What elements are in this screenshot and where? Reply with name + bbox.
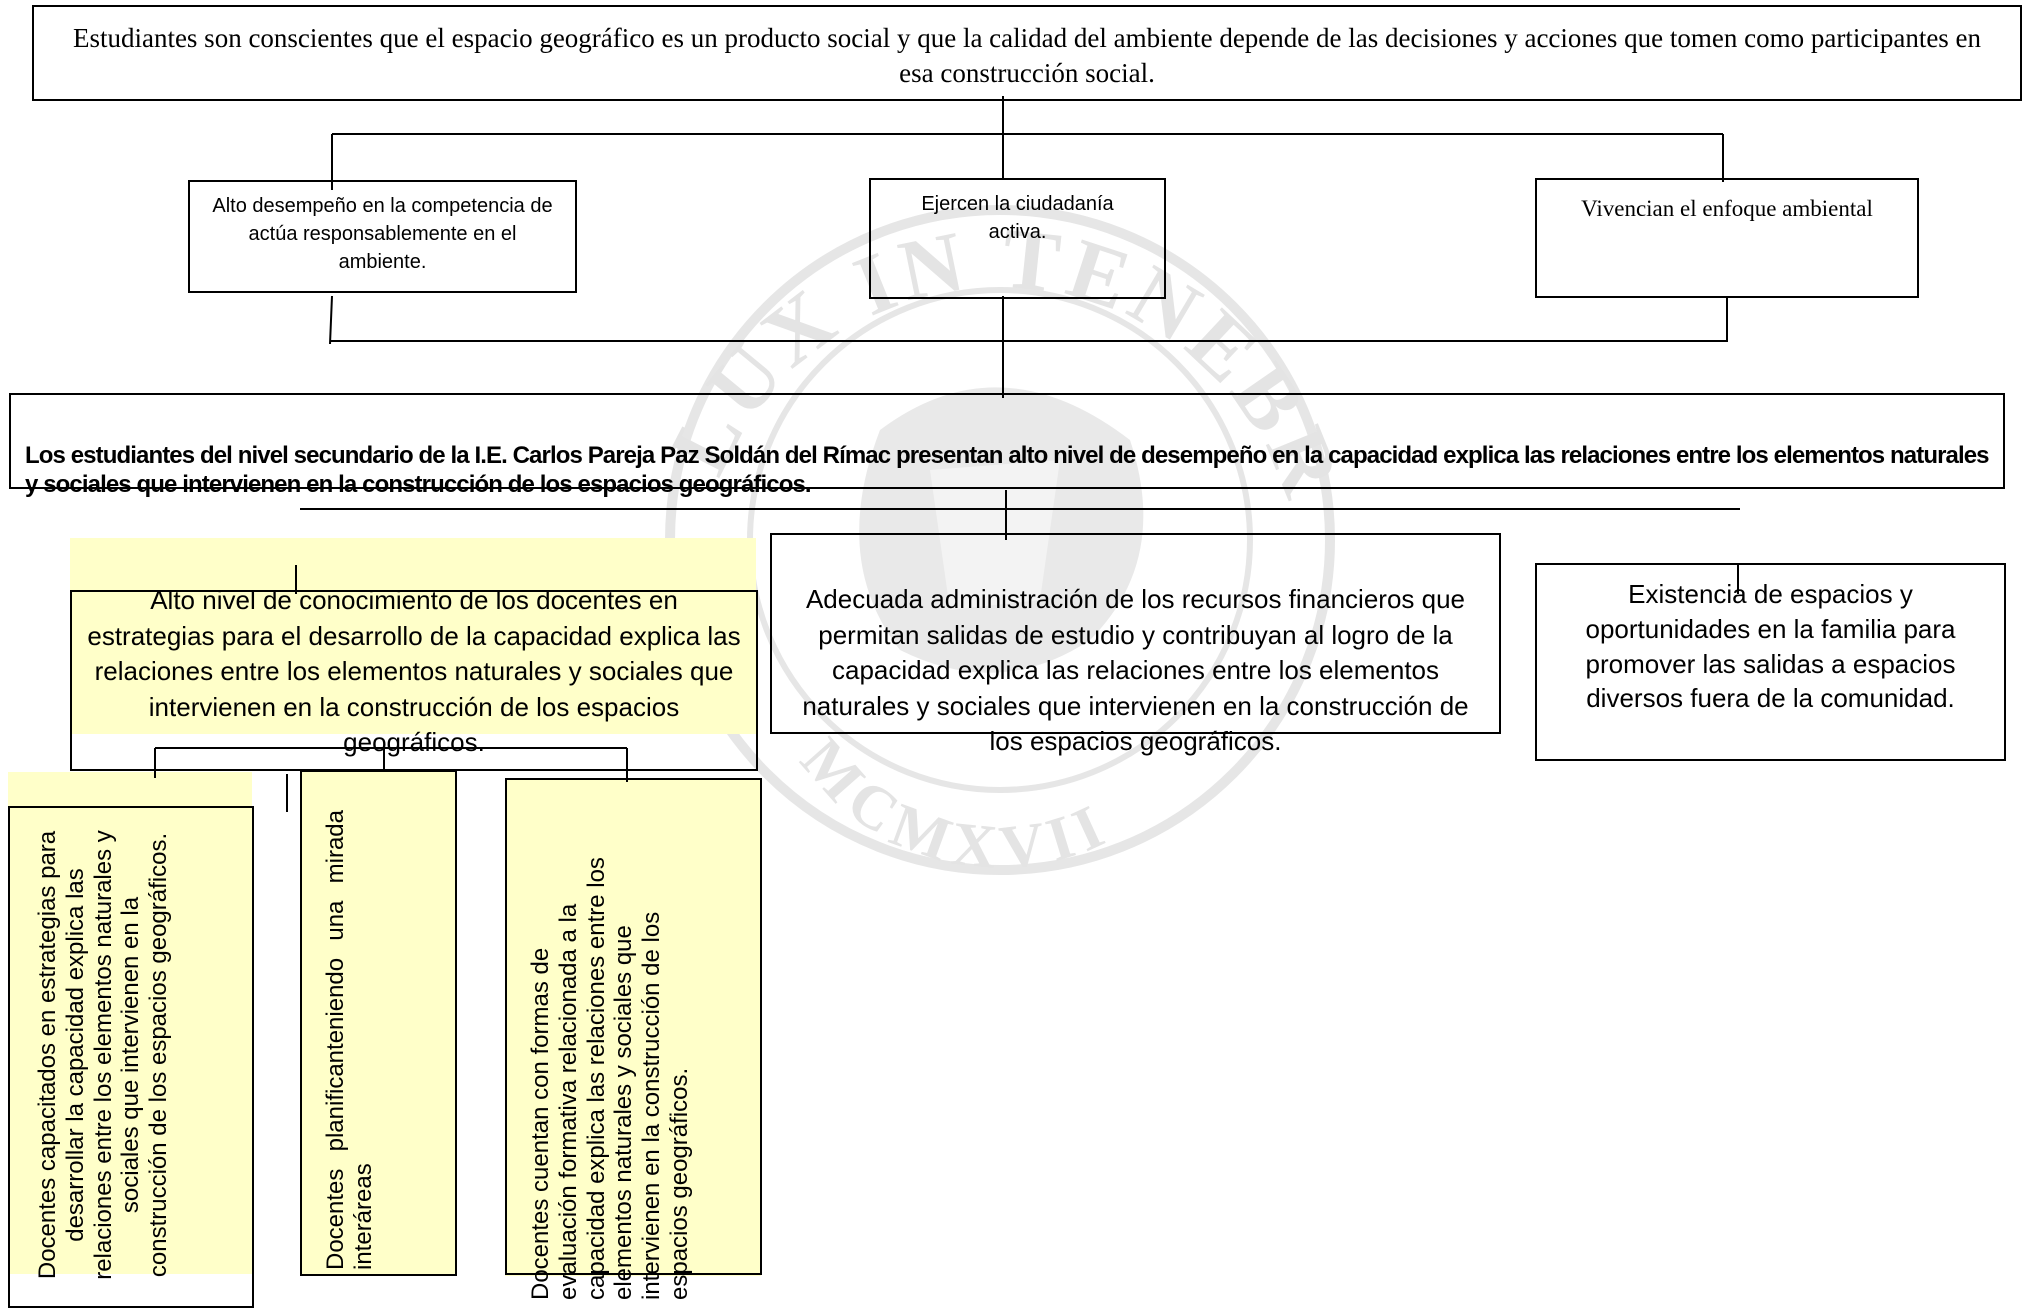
- sub-mean-text-1: Docentes capacitados en estrategias para…: [34, 830, 173, 1280]
- mean-box-2: Adecuada administración de los recursos …: [770, 533, 1501, 756]
- end-text-1: Alto desempeño en la competencia de actú…: [212, 195, 553, 273]
- central-objective-box: [9, 393, 2005, 489]
- mean-box-3: Existencia de espacios y oportunidades e…: [1535, 563, 2006, 761]
- sub-mean-text-3: Docentes cuentan con formas de evaluació…: [527, 857, 694, 1300]
- mean-text-1: Alto nivel de conocimiento de los docent…: [87, 585, 741, 758]
- sub-mean-box-1: [8, 806, 254, 1308]
- end-box-2: Ejercen la ciudadanía activa.: [869, 178, 1166, 299]
- mean-text-2: Adecuada administración de los recursos …: [802, 584, 1469, 757]
- mean-text-3: Existencia de espacios y oportunidades e…: [1585, 579, 1956, 714]
- sub-mean-text-2: Docentes planificanteniendo una mirada i…: [322, 810, 377, 1270]
- mean-1-highlight: [70, 538, 756, 734]
- end-box-1: Alto desempeño en la competencia de actú…: [188, 180, 577, 293]
- sub-mean-2-highlight: [300, 770, 456, 1276]
- sub-mean-box-2: [300, 770, 457, 1276]
- sub-mean-1-highlight: [8, 772, 252, 1274]
- top-goal-text: Estudiantes son conscientes que el espac…: [72, 23, 1982, 89]
- central-objective-text: Los estudiantes del nivel secundario de …: [25, 442, 1990, 498]
- end-box-3: Vivencian el enfoque ambiental: [1535, 178, 1919, 298]
- end-text-3: Vivencian el enfoque ambiental: [1581, 196, 1873, 221]
- sub-mean-3-highlight: [505, 778, 761, 1276]
- end-text-2: Ejercen la ciudadanía activa.: [921, 193, 1114, 243]
- top-goal-box: Estudiantes son conscientes que el espac…: [32, 5, 2022, 101]
- sub-mean-box-3: [505, 778, 762, 1275]
